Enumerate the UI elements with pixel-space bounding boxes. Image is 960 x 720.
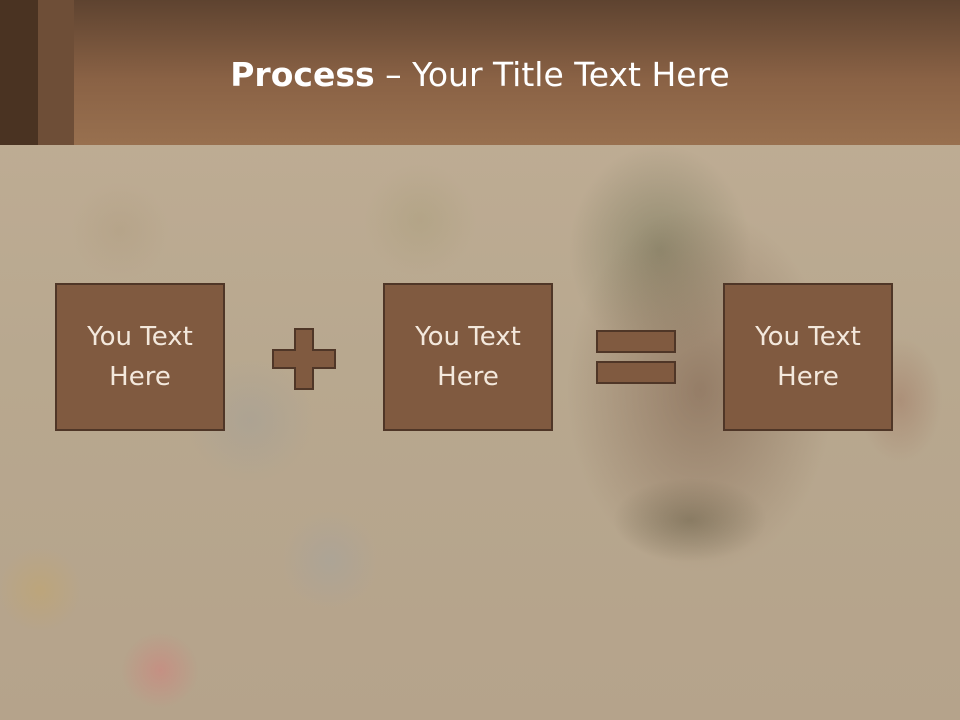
plus-icon: [272, 328, 336, 390]
process-box-2-text: You Text Here: [415, 322, 521, 392]
slide-title-rest: – Your Title Text Here: [374, 55, 730, 94]
header-accent-stripe: [38, 0, 74, 145]
equals-icon: [596, 330, 676, 384]
slide-title-bold: Process: [230, 55, 375, 94]
process-box-2[interactable]: You Text Here: [383, 283, 553, 431]
process-box-3-text: You Text Here: [755, 322, 861, 392]
title-bar: Process – Your Title Text Here: [0, 0, 960, 145]
slide-title[interactable]: Process – Your Title Text Here: [0, 52, 960, 98]
header-accent-stripe-dark: [0, 0, 38, 145]
process-box-1-text: You Text Here: [87, 322, 193, 392]
process-box-3[interactable]: You Text Here: [723, 283, 893, 431]
process-box-1[interactable]: You Text Here: [55, 283, 225, 431]
